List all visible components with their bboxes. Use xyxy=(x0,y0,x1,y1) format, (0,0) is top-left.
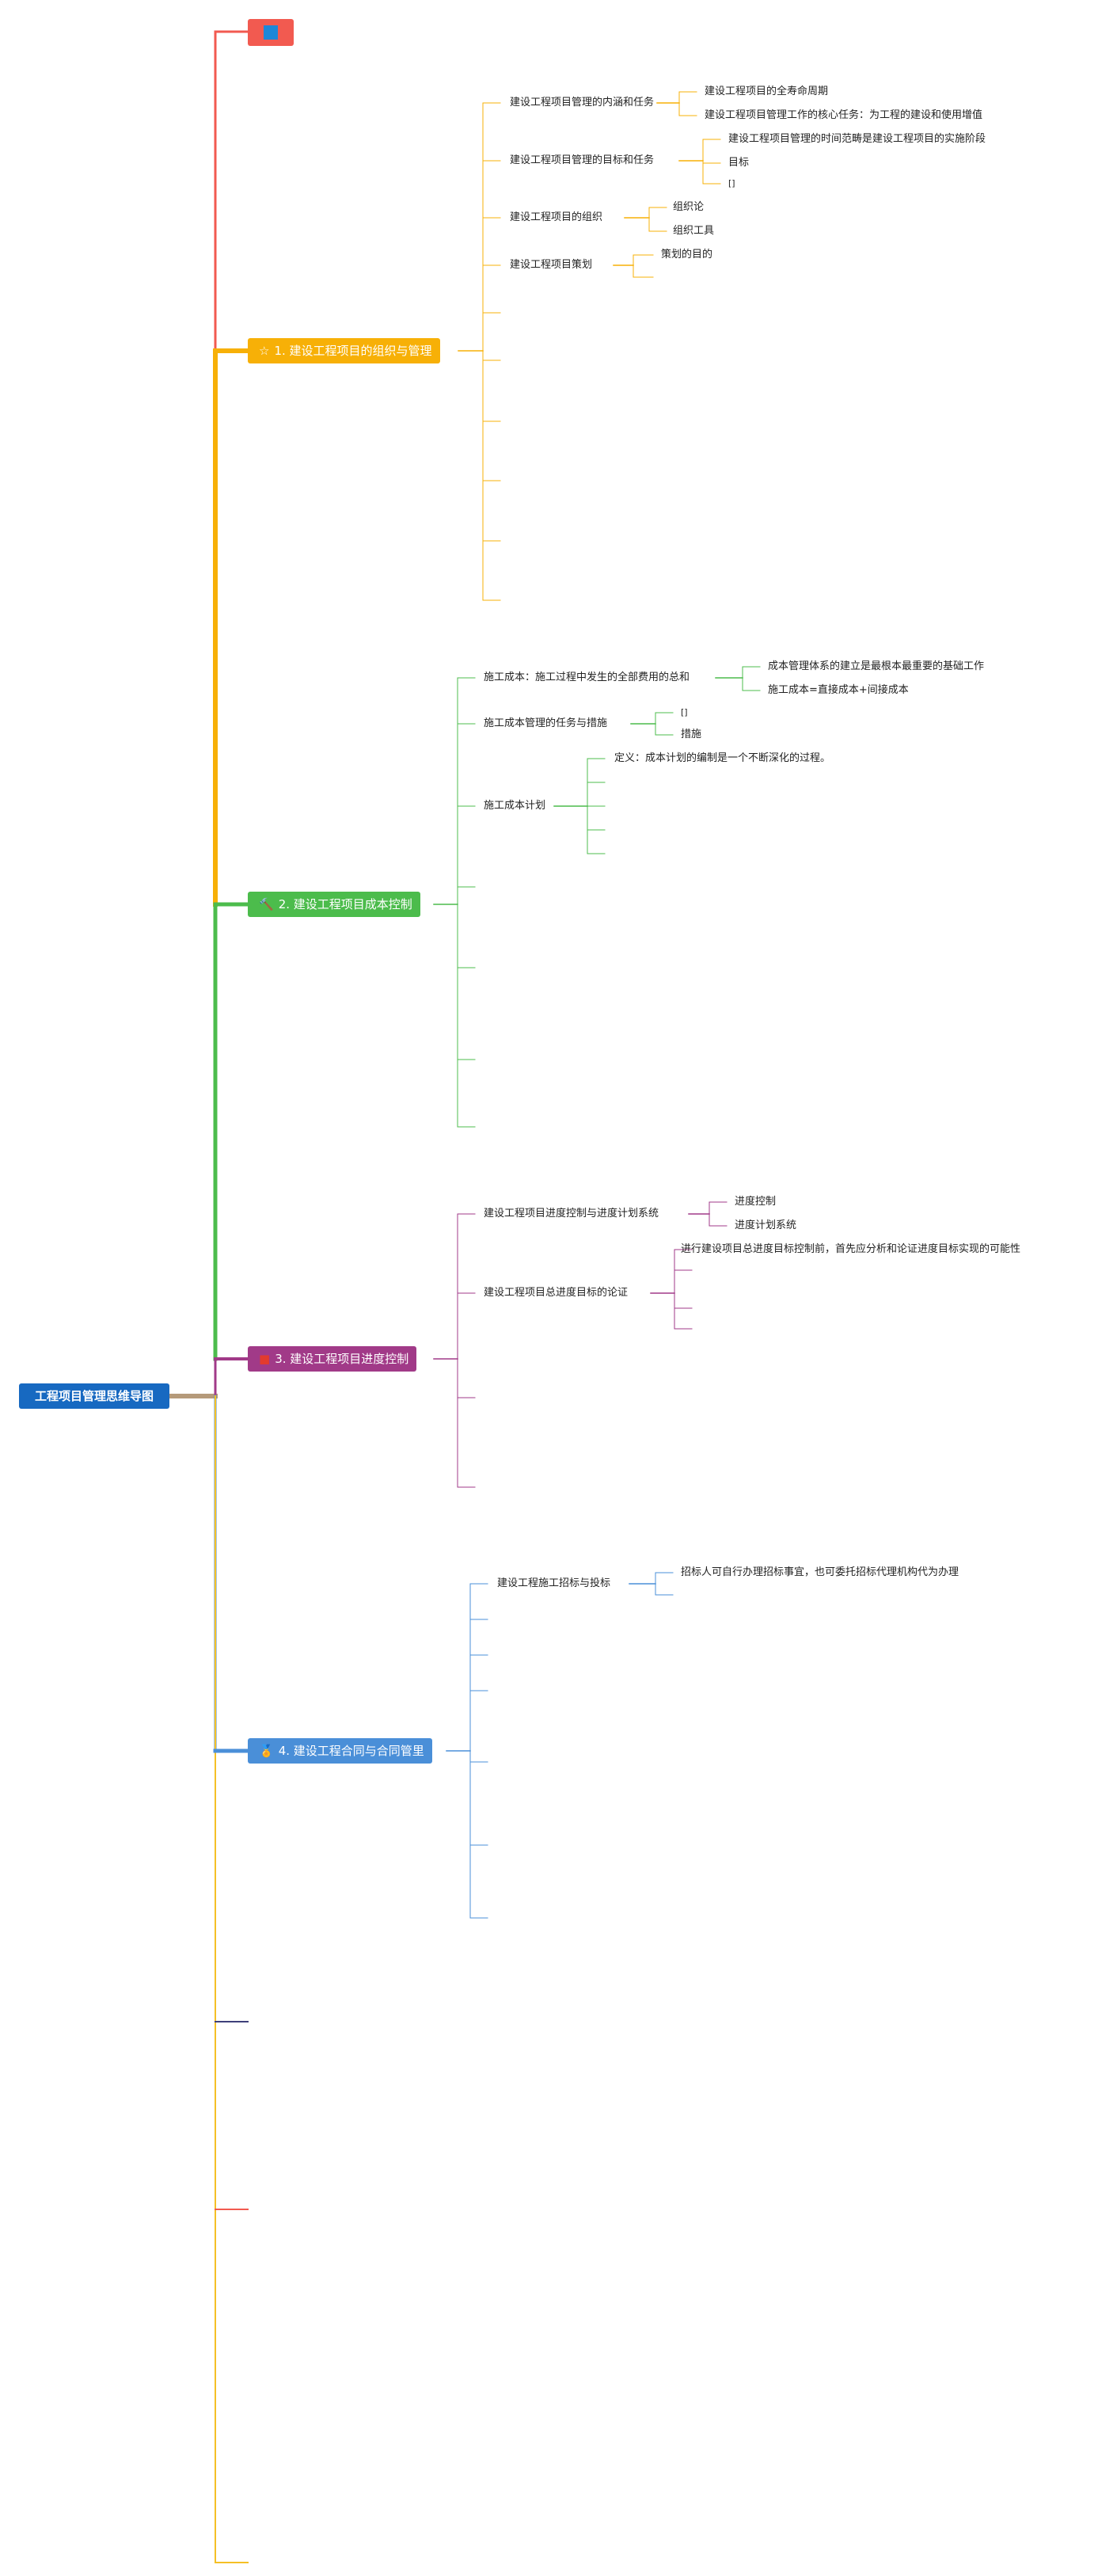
leaf-cost-formula[interactable]: 施工成本=直接成本+间接成本 xyxy=(768,684,909,696)
branch-schedule-control[interactable]: ■ 3. 建设工程项目进度控制 xyxy=(248,1346,417,1372)
leaf-placeholder-1[interactable]: [] xyxy=(728,178,735,188)
leaf-schedule-goal-demo[interactable]: 建设工程项目总进度目标的论证 xyxy=(484,1287,629,1299)
branch-label: 2. 建设工程项目成本控制 xyxy=(278,897,412,911)
leaf-project-organization[interactable]: 建设工程项目的组织 xyxy=(510,211,603,223)
square-icon xyxy=(264,25,278,40)
leaf-time-scope[interactable]: 建设工程项目管理的时间范畴是建设工程项目的实施阶段 xyxy=(728,133,986,145)
leaf-placeholder-2[interactable]: [] xyxy=(681,707,688,717)
tools-icon: 🔨 xyxy=(259,897,274,911)
leaf-cost-system[interactable]: 成本管理体系的建立是最根本最重要的基础工作 xyxy=(768,660,985,672)
branch-label: 3. 建设工程项目进度控制 xyxy=(275,1352,409,1366)
branch-contract-management[interactable]: 🏅 4. 建设工程合同与合同管里 xyxy=(248,1738,432,1764)
leaf-plan-definition[interactable]: 定义：成本计划的编制是一个不断深化的过程。 xyxy=(614,752,831,764)
leaf-cost-plan[interactable]: 施工成本计划 xyxy=(484,800,546,812)
leaf-schedule-control[interactable]: 进度控制 xyxy=(735,1196,777,1208)
leaf-schedule-analysis[interactable]: 进行建设项目总进度目标控制前，首先应分析和论证进度目标实现的可能性 xyxy=(681,1243,1021,1255)
leaf-construction-cost[interactable]: 施工成本：施工过程中发生的全部费用的总和 xyxy=(484,672,690,683)
medal-icon: 🏅 xyxy=(259,1744,274,1758)
flag-icon: ■ xyxy=(259,1352,271,1366)
leaf-org-tools[interactable]: 组织工具 xyxy=(673,225,715,237)
leaf-measures[interactable]: 措施 xyxy=(681,729,702,740)
leaf-bidding-agency[interactable]: 招标人可自行办理招标事宜，也可委托招标代理机构代为办理 xyxy=(681,1566,959,1578)
leaf-core-task[interactable]: 建设工程项目管理工作的核心任务：为工程的建设和使用增值 xyxy=(705,109,983,121)
leaf-goal[interactable]: 目标 xyxy=(728,157,750,169)
leaf-cost-tasks[interactable]: 施工成本管理的任务与措施 xyxy=(484,717,608,729)
leaf-project-planning[interactable]: 建设工程项目策划 xyxy=(510,259,593,271)
branch-organization-management[interactable]: ☆ 1. 建设工程项目的组织与管理 xyxy=(248,338,440,363)
leaf-schedule-plan-system[interactable]: 进度计划系统 xyxy=(735,1220,797,1231)
branch-label: 1. 建设工程项目的组织与管理 xyxy=(274,344,432,358)
leaf-org-connotation[interactable]: 建设工程项目管理的内涵和任务 xyxy=(510,97,655,108)
branch-label: 4. 建设工程合同与合同管里 xyxy=(278,1744,424,1758)
root-node[interactable]: 工程项目管理思维导图 xyxy=(19,1383,169,1409)
leaf-org-goals[interactable]: 建设工程项目管理的目标和任务 xyxy=(510,154,655,166)
branch-cost-control[interactable]: 🔨 2. 建设工程项目成本控制 xyxy=(248,892,420,917)
leaf-planning-purpose[interactable]: 策划的目的 xyxy=(661,249,713,261)
leaf-lifecycle[interactable]: 建设工程项目的全寿命周期 xyxy=(705,86,829,97)
top-node[interactable] xyxy=(248,19,294,46)
star-icon: ☆ xyxy=(259,344,270,358)
leaf-schedule-system[interactable]: 建设工程项目进度控制与进度计划系统 xyxy=(484,1208,659,1220)
leaf-org-theory[interactable]: 组织论 xyxy=(673,201,705,213)
leaf-bidding[interactable]: 建设工程施工招标与投标 xyxy=(497,1577,611,1589)
